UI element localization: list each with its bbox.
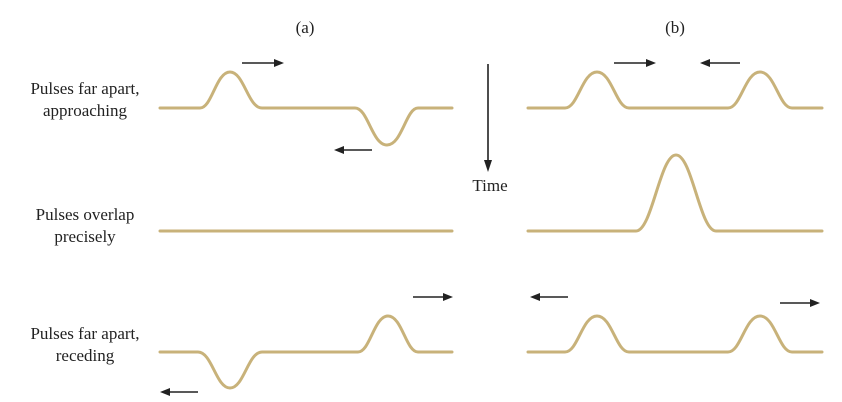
row-label-line2: precisely: [54, 227, 116, 246]
arrow-left-icon: [334, 146, 372, 154]
arrow-right-icon: [413, 293, 453, 301]
panel-a-title: (a): [295, 18, 315, 37]
row-label-line2: receding: [55, 346, 115, 365]
pulse-b-overlap: [526, 153, 824, 233]
pulse-a-approaching: [158, 70, 454, 147]
row-label-overlap: Pulses overlap precisely: [5, 204, 165, 248]
row-label-approaching: Pulses far apart, approaching: [5, 78, 165, 122]
row-label-line1: Pulses overlap: [35, 205, 135, 224]
pulse-b-approaching: [526, 70, 824, 110]
arrow-right-icon: [780, 299, 820, 307]
arrow-left-icon: [700, 59, 740, 67]
row-label-line2: approaching: [42, 101, 128, 120]
panel-b-title: (b): [665, 18, 685, 37]
arrow-left-icon: [160, 388, 198, 396]
arrow-right-icon: [242, 59, 284, 67]
row-label-receding: Pulses far apart, receding: [5, 323, 165, 367]
arrow-right-icon: [614, 59, 656, 67]
time-arrow-icon: [484, 64, 492, 172]
pulse-a-receding: [158, 314, 454, 390]
pulse-b-receding: [526, 314, 824, 354]
row-label-line1: Pulses far apart,: [30, 79, 140, 98]
time-label: Time: [472, 176, 508, 195]
row-label-line1: Pulses far apart,: [30, 324, 140, 343]
arrow-left-icon: [530, 293, 568, 301]
